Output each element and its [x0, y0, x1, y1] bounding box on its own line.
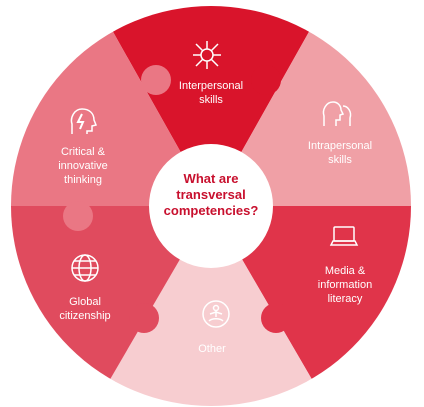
- label-media-literacy: Media & information literacy: [317, 265, 373, 305]
- label-interpersonal: Interpersonal skills: [178, 80, 244, 106]
- knob-top-right: [251, 65, 281, 95]
- label-intrapersonal: Intrapersonal skills: [307, 140, 373, 166]
- knob-left: [63, 201, 93, 231]
- segment-interpersonal: [94, 6, 328, 206]
- center-title: What are transversal competencies?: [163, 171, 259, 218]
- segment-other: [94, 206, 328, 406]
- globe-icon: [69, 252, 101, 284]
- label-critical-thinking: Critical & innovative thinking: [58, 146, 108, 186]
- knob-top-left: [141, 65, 171, 95]
- two-heads-icon: [320, 96, 354, 130]
- knob-bottom-left: [129, 303, 159, 333]
- brain-network-icon: [190, 38, 224, 72]
- head-lightning-icon: [66, 104, 100, 138]
- knob-bottom-right: [261, 303, 291, 333]
- center-circle: [149, 144, 273, 268]
- label-global-citizenship: Global citizenship: [59, 296, 111, 322]
- knob-right: [340, 171, 370, 201]
- laptop-icon: [329, 224, 359, 250]
- meditation-icon: [201, 299, 231, 329]
- label-other: Other: [198, 343, 226, 355]
